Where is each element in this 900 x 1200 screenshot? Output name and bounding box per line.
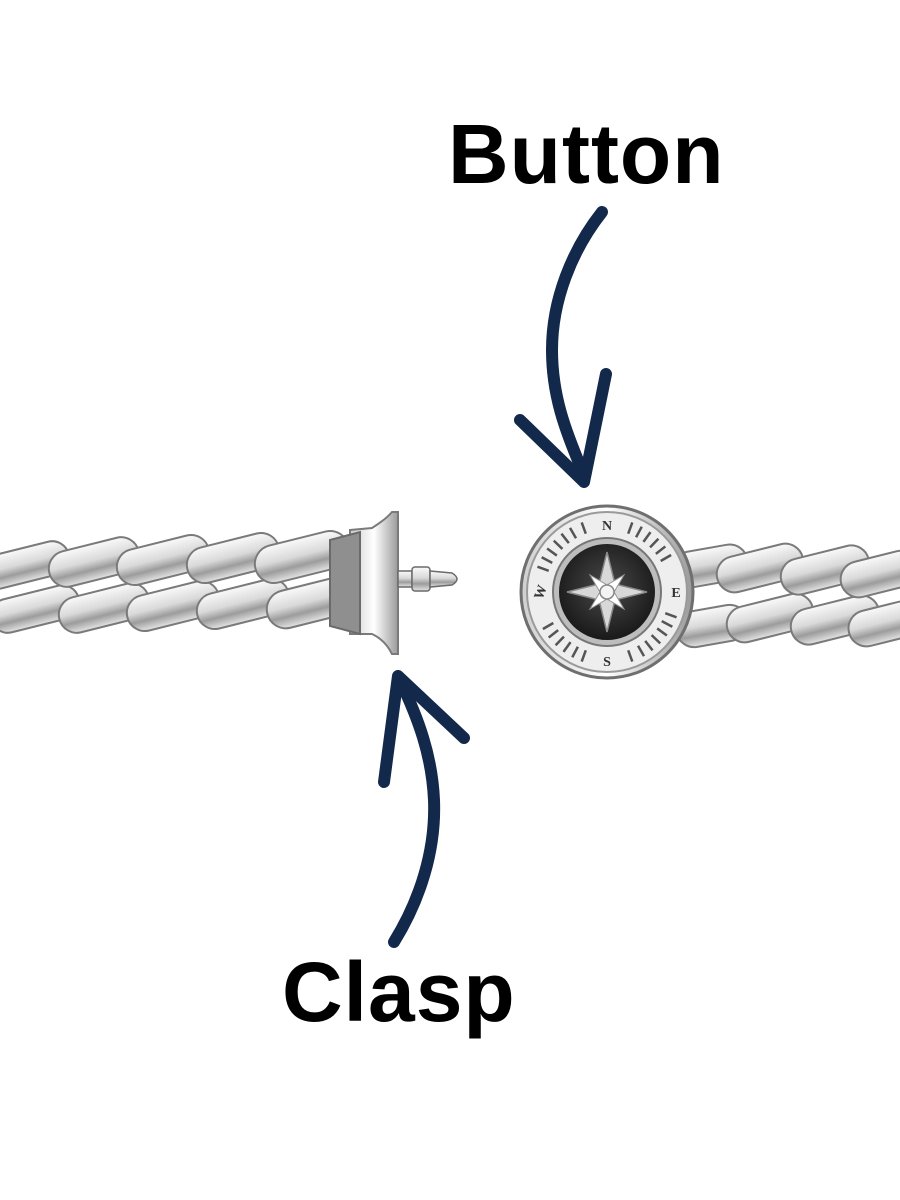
clasp-pin: [397, 566, 458, 592]
chain-link: [47, 536, 151, 634]
curved-arrow-up-icon: [378, 670, 470, 948]
compass-east-letter: E: [671, 586, 680, 601]
left-chain: [0, 511, 458, 655]
compass-ticks: [537, 522, 677, 662]
button-label: Button: [448, 107, 725, 201]
compass-south-letter: S: [603, 655, 611, 670]
compass-star-icon: [566, 551, 648, 633]
compass-north-letter: N: [602, 519, 612, 534]
clasp-label: Clasp: [282, 945, 516, 1039]
clasp-housing: [329, 511, 399, 655]
chain-link: [0, 540, 81, 634]
compass-button: N E S W: [519, 504, 695, 680]
compass-west-letter: W: [532, 583, 551, 601]
curved-arrow-down-icon: [514, 206, 612, 488]
right-chain: [671, 542, 900, 649]
